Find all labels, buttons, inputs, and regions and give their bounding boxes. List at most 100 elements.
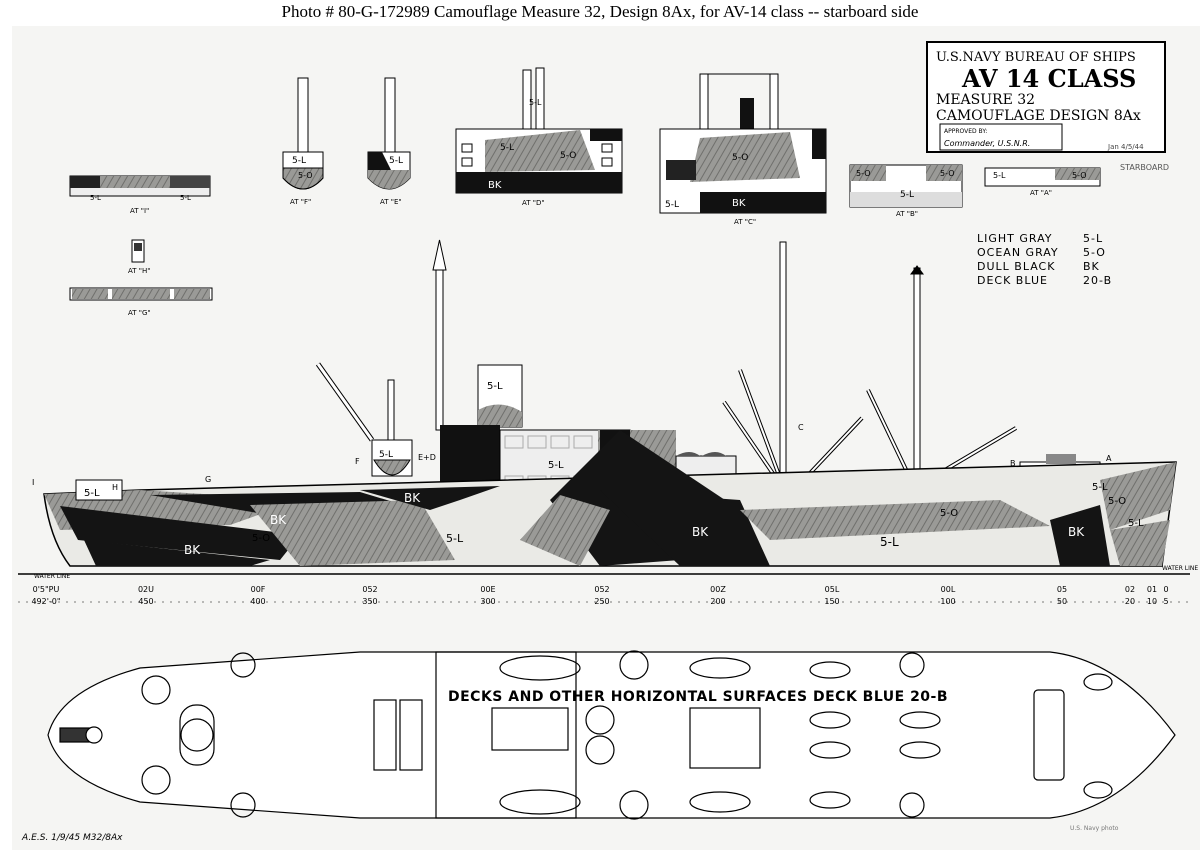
ref-ed: E+D (418, 453, 436, 462)
section-f-label: AT "F" (290, 198, 311, 206)
section-b-5o-left: 5-O (856, 169, 871, 178)
section-e-5l: 5-L (389, 156, 403, 166)
frame-upper-2: 02U (138, 585, 154, 594)
legend-code-4: 20-B (1083, 274, 1112, 287)
ref-g: G (205, 475, 211, 484)
hull-bk-2: BK (184, 543, 201, 557)
frame-upper-11: 02 (1125, 585, 1135, 594)
frame-lower-12: 10 (1147, 597, 1157, 606)
hull-5o-2: 5-O (1108, 496, 1126, 507)
section-c-5l: 5-L (665, 200, 679, 210)
approval-date: Jan 4/5/44 (1107, 143, 1144, 151)
section-f: 5-L 5-O AT "F" (282, 77, 324, 206)
approval-signature: Commander, U.S.N.R. (944, 139, 1030, 148)
frame-upper-12: 01 (1147, 585, 1157, 594)
section-i-5l-left: 5-L (90, 194, 101, 202)
frame-upper-3: 00F (251, 585, 266, 594)
frame-lower-9: 100 (940, 597, 955, 606)
section-f-5o: 5-O (298, 171, 313, 180)
masts-and-booms (315, 239, 1018, 490)
section-a-5l: 5-L (993, 171, 1006, 180)
water-line-right: WATER LINE (1162, 565, 1198, 572)
frame-upper-13: 0 (1163, 585, 1168, 594)
hull-bk-5: BK (1068, 525, 1085, 539)
section-d-bk: BK (488, 180, 502, 191)
ref-h: H (112, 483, 118, 492)
section-d-mast-5l: 5-L (529, 98, 542, 107)
section-a-label: AT "A" (1030, 189, 1052, 197)
frame-upper-8: 05L (825, 585, 840, 594)
frame-lower-1: 492'-0" (31, 597, 60, 606)
legend-code-2: 5-O (1083, 246, 1106, 259)
section-c-5o: 5-O (732, 153, 748, 163)
section-i-5l-right: 5-L (180, 194, 191, 202)
deck-plan (47, 650, 1176, 820)
bridge-5l: 5-L (548, 460, 564, 471)
title-line-3: MEASURE 32 (936, 92, 1035, 108)
photo-caption: Photo # 80-G-172989 Camouflage Measure 3… (0, 0, 1200, 26)
section-g: AT "G" (69, 287, 213, 317)
section-reference-markers: A B C F G H I E+D WATER LINE WATER LINE (32, 423, 1198, 580)
section-d-5l: 5-L (500, 143, 514, 153)
title-line-4: CAMOUFLAGE DESIGN 8Ax (936, 108, 1141, 124)
hull-5o-1: 5-O (940, 508, 958, 519)
frame-upper-4: 052 (362, 585, 377, 594)
hull-5l-1: 5-L (446, 532, 464, 545)
section-b-5o-right: 5-O (940, 169, 955, 178)
legend-name-3: DULL BLACK (977, 260, 1055, 273)
color-legend: LIGHT GRAY 5-L OCEAN GRAY 5-O DULL BLACK… (977, 232, 1112, 287)
section-b-5l: 5-L (900, 190, 914, 200)
ref-a: A (1106, 454, 1112, 463)
bow-house-5l: 5-L (84, 488, 100, 499)
legend-code-1: 5-L (1083, 232, 1103, 245)
section-d: 5-L 5-L 5-O BK AT "D" (455, 67, 623, 207)
section-b-label: AT "B" (896, 210, 918, 218)
drafter-initials: A.E.S. 1/9/45 M32/8Ax (21, 833, 123, 843)
frame-lower-7: 200 (710, 597, 725, 606)
section-g-label: AT "G" (128, 309, 151, 317)
section-f-5l: 5-L (292, 156, 306, 166)
frame-lower-3: 400 (250, 597, 265, 606)
ref-c: C (798, 423, 804, 432)
frame-upper-7: 00Z (710, 585, 726, 594)
frame-lower-10: 50 (1057, 597, 1067, 606)
frame-upper-10: 05 (1057, 585, 1067, 594)
ref-b: B (1010, 459, 1016, 468)
frame-upper-5: 00E (480, 585, 495, 594)
section-e: 5-L AT "E" (367, 77, 411, 206)
section-c: 5-L BK 5-O AT "C" (659, 73, 827, 226)
title-line-1: U.S.NAVY BUREAU OF SHIPS (936, 50, 1136, 65)
frame-upper-1: 0'5"PU (33, 585, 60, 594)
approved-label: APPROVED BY: (944, 128, 987, 135)
section-d-label: AT "D" (522, 199, 545, 207)
frame-lower-2: 450 (138, 597, 153, 606)
frame-upper-9: 00L (941, 585, 956, 594)
title-block: U.S.NAVY BUREAU OF SHIPS AV 14 CLASS MEA… (926, 41, 1166, 153)
gunstation-5l: 5-L (379, 450, 393, 460)
section-a: 5-L 5-O AT "A" (984, 167, 1101, 197)
frame-lower-6: 250 (594, 597, 609, 606)
hull-5l-2: 5-L (880, 535, 899, 549)
section-h: AT "H" (128, 239, 150, 275)
legend-name-2: OCEAN GRAY (977, 246, 1059, 259)
hull-bk-4: BK (692, 525, 709, 539)
legend-name-4: DECK BLUE (977, 274, 1048, 287)
hull-5l-3: 5-L (1128, 518, 1144, 529)
frame-lower-5: 300 (480, 597, 495, 606)
hull-5l-4: 5-L (1092, 482, 1108, 493)
photo-stamp: U.S. Navy photo (1070, 825, 1119, 832)
frame-lower-4: 350 (362, 597, 377, 606)
ref-f: F (355, 457, 360, 466)
section-b: 5-O 5-L 5-O AT "B" (849, 164, 963, 218)
legend-name-1: LIGHT GRAY (977, 232, 1053, 245)
section-d-5o: 5-O (560, 151, 576, 161)
hull-bk-3: BK (404, 491, 421, 505)
section-i-label: AT "I" (130, 207, 149, 215)
baseline (18, 573, 1190, 603)
frame-lower-11: 20 (1125, 597, 1135, 606)
hull-bk-1: BK (270, 513, 287, 527)
title-line-2: AV 14 CLASS (961, 64, 1136, 93)
frame-numbers: 0'5"PU 02U 00F 052 00E 052 00Z 05L 00L 0… (31, 585, 1168, 606)
side-label: STARBOARD (1120, 163, 1169, 172)
